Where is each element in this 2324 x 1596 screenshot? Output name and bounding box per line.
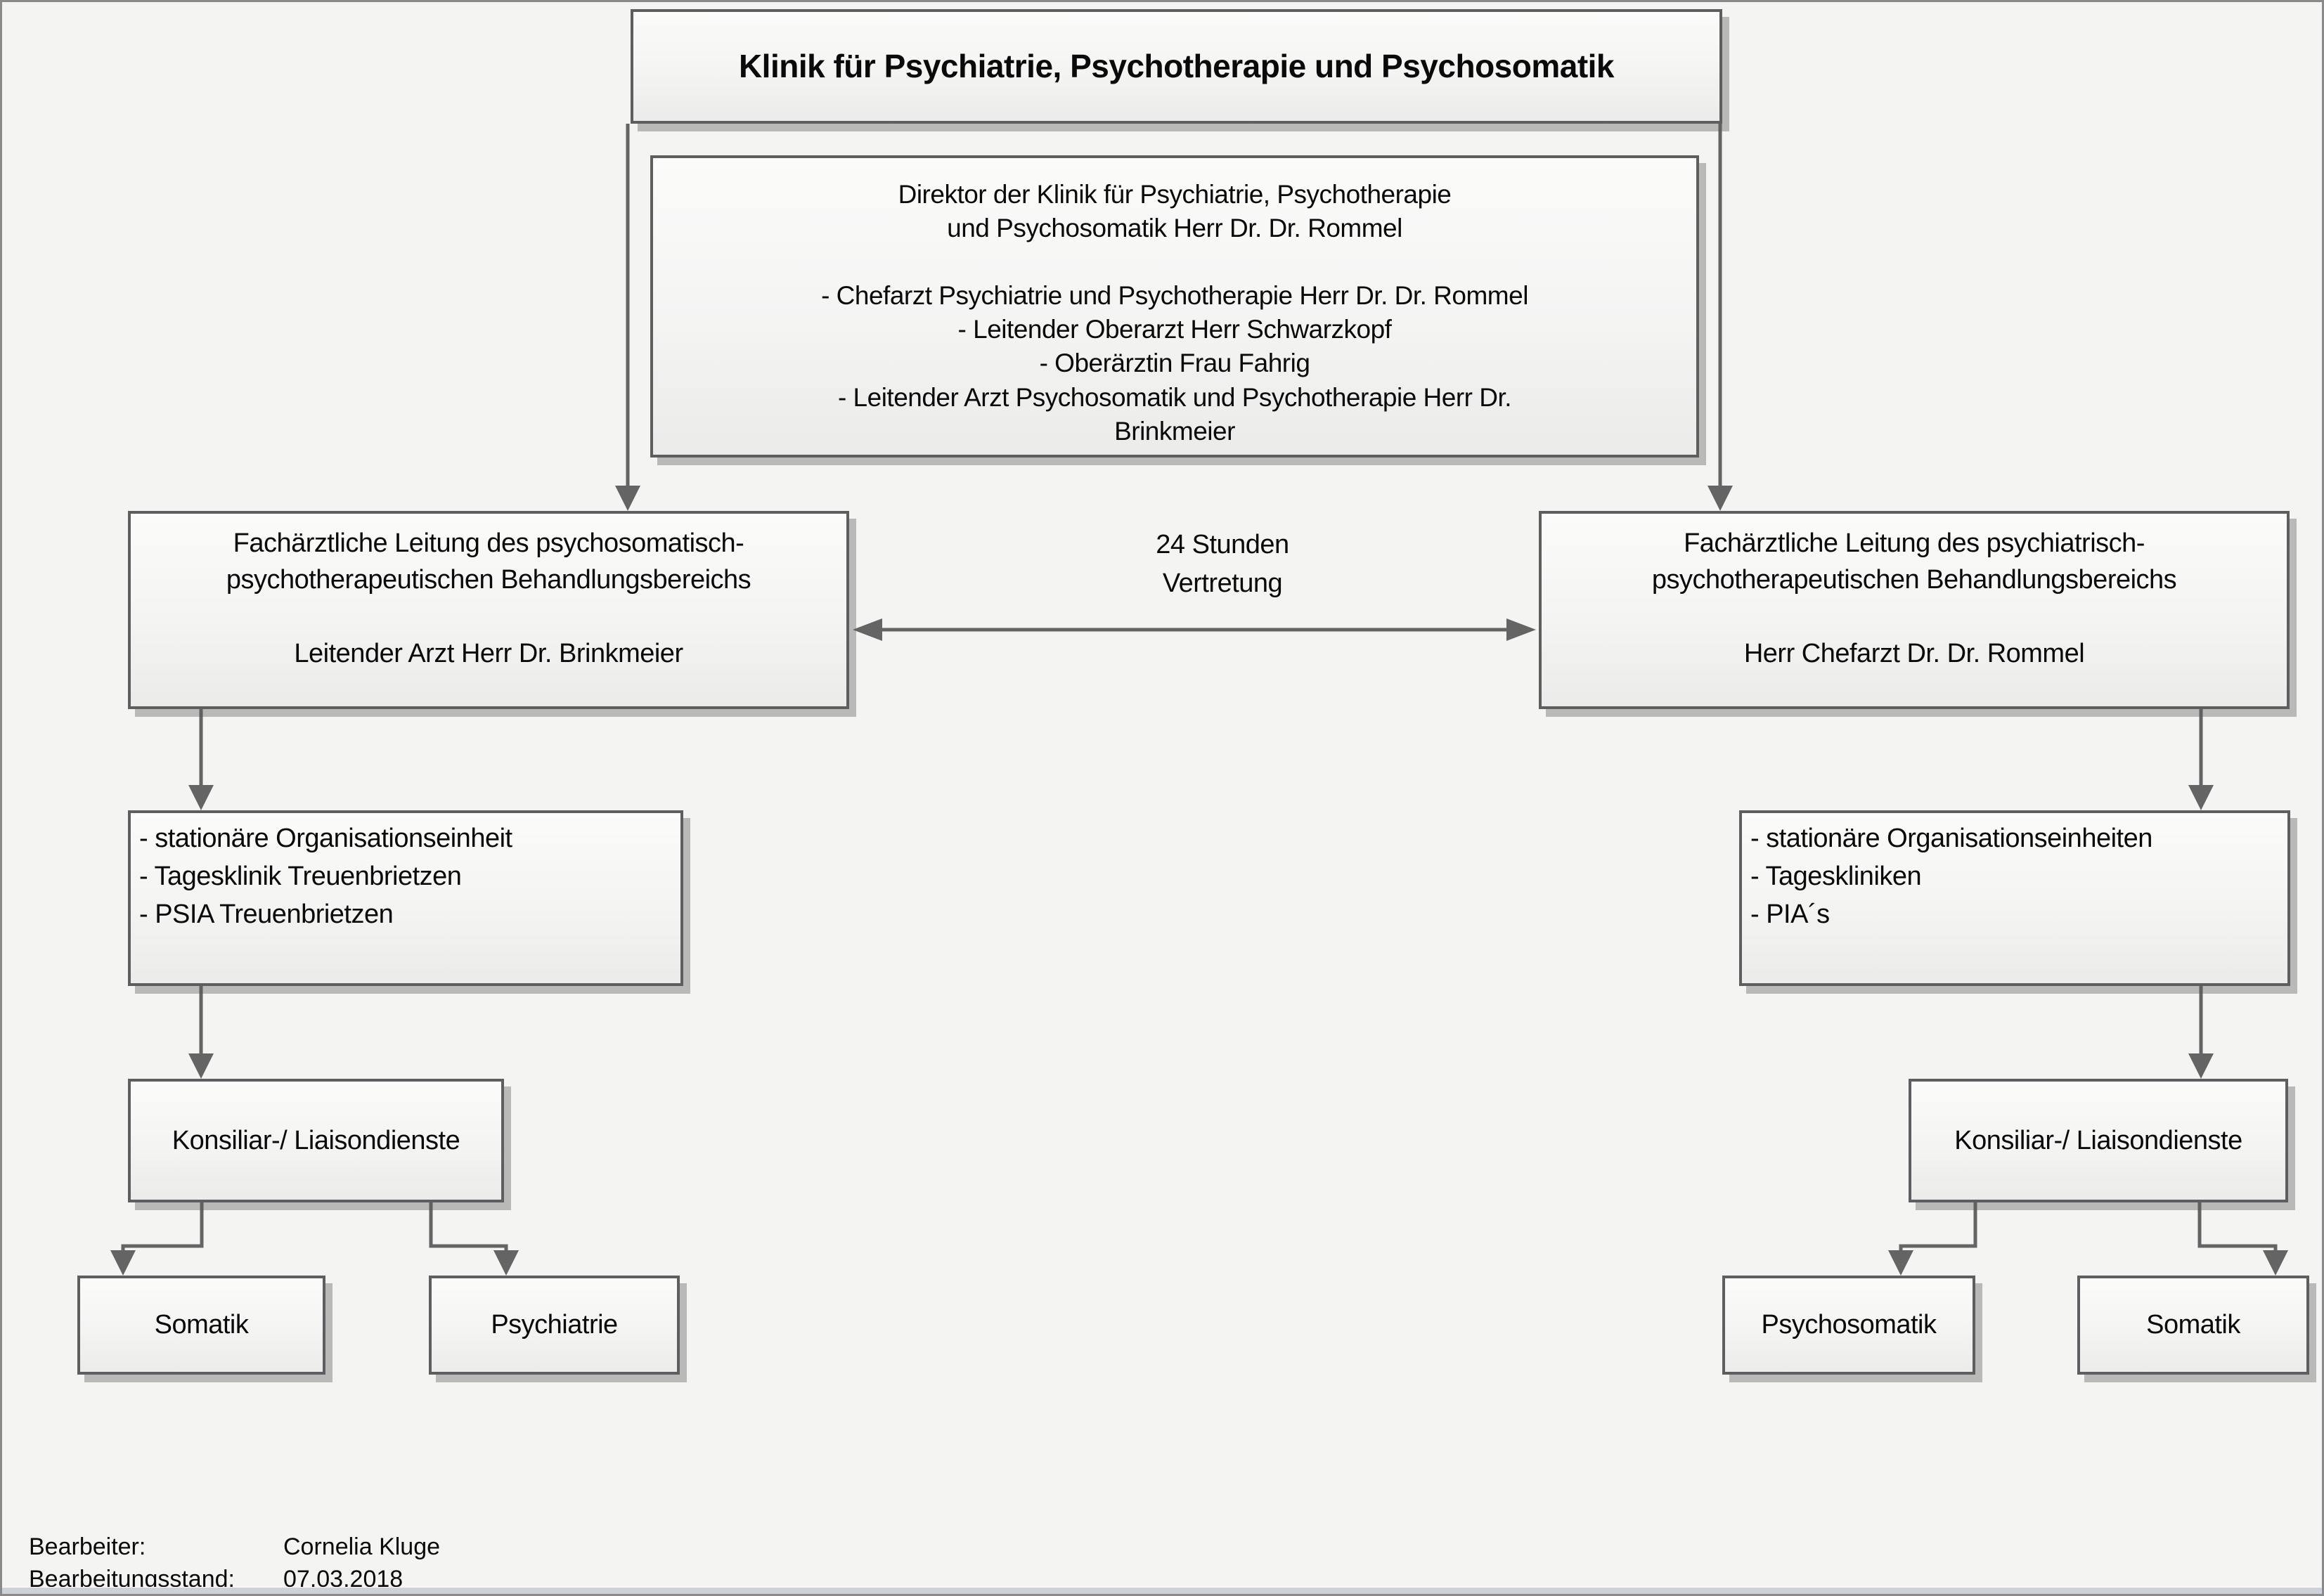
arrowhead-down-psychosomatik [1888, 1250, 1913, 1276]
footer-row-bearbeiter: Bearbeiter: Cornelia Kluge [29, 1531, 440, 1564]
psychosomatik-text: Psychosomatik [1761, 1310, 1937, 1340]
node-einheiten-left: - stationäre Organisationseinheit - Tage… [128, 810, 683, 986]
label-24h-vertretung: 24 Stunden Vertretung [1156, 530, 1289, 599]
node-klinik-title: Klinik für Psychiatrie, Psychotherapie u… [631, 9, 1722, 124]
klinik-title-text: Klinik für Psychiatrie, Psychotherapie u… [738, 48, 1615, 85]
arrowhead-down-somatik-left [110, 1250, 136, 1276]
arrowhead-down-left-konsiliar [188, 1053, 214, 1079]
arrowhead-left-24h [853, 618, 882, 641]
somatik-right-text: Somatik [2146, 1310, 2240, 1340]
node-direktion: Direktor der Klinik für Psychiatrie, Psy… [650, 155, 1699, 458]
node-konsiliar-left: Konsiliar-/ Liaisondienste [128, 1079, 504, 1202]
node-leitung-psychosomatisch: Fachärztliche Leitung des psychosomatisc… [128, 511, 849, 709]
leitung-psychiatrisch-text: Fachärztliche Leitung des psychiatrisch-… [1651, 528, 2177, 669]
connector-left-konsiliar-to-somatik [121, 1202, 204, 1253]
connector-right-konsiliar-to-psychosomatik [1899, 1202, 1977, 1253]
arrowhead-down-psychiatrie [493, 1250, 519, 1276]
node-konsiliar-right: Konsiliar-/ Liaisondienste [1909, 1079, 2288, 1202]
node-somatik-right: Somatik [2077, 1276, 2309, 1375]
arrowhead-right-24h [1506, 618, 1536, 641]
footer: Bearbeiter: Cornelia Kluge Bearbeitungss… [29, 1531, 440, 1594]
konsiliar-right-text: Konsiliar-/ Liaisondienste [1954, 1125, 2242, 1155]
node-somatik-left: Somatik [77, 1276, 325, 1375]
psychiatrie-text: Psychiatrie [491, 1310, 618, 1340]
somatik-left-text: Somatik [154, 1310, 249, 1340]
arrowhead-down-right-leitung [1708, 486, 1733, 511]
direktion-text: Direktor der Klinik für Psychiatrie, Psy… [821, 180, 1528, 446]
arrowhead-down-right-konsiliar [2188, 1053, 2214, 1079]
node-einheiten-right: - stationäre Organisationseinheiten - Ta… [1739, 810, 2290, 986]
leitung-psychosomatisch-text: Fachärztliche Leitung des psychosomatisc… [226, 528, 751, 669]
arrowhead-down-left-einheiten [188, 785, 214, 810]
konsiliar-left-text: Konsiliar-/ Liaisondienste [172, 1125, 460, 1155]
einheiten-right-text: - stationäre Organisationseinheiten - Ta… [1750, 824, 2152, 929]
arrowhead-down-left-leitung [615, 486, 640, 511]
connector-right-konsiliar-to-somatik [2197, 1202, 2278, 1253]
bottom-strip [2, 1587, 2322, 1594]
einheiten-left-text: - stationäre Organisationseinheit - Tage… [139, 824, 512, 929]
connector-left-konsiliar-to-psychiatrie [429, 1202, 508, 1253]
arrowhead-down-right-einheiten [2188, 785, 2214, 810]
footer-bearbeiter-label: Bearbeiter: [29, 1533, 146, 1560]
node-leitung-psychiatrisch: Fachärztliche Leitung des psychiatrisch-… [1539, 511, 2290, 709]
footer-bearbeiter-value: Cornelia Kluge [283, 1533, 441, 1560]
arrowhead-down-somatik-right [2263, 1250, 2288, 1276]
node-psychiatrie: Psychiatrie [429, 1276, 680, 1375]
node-psychosomatik: Psychosomatik [1722, 1276, 1975, 1375]
